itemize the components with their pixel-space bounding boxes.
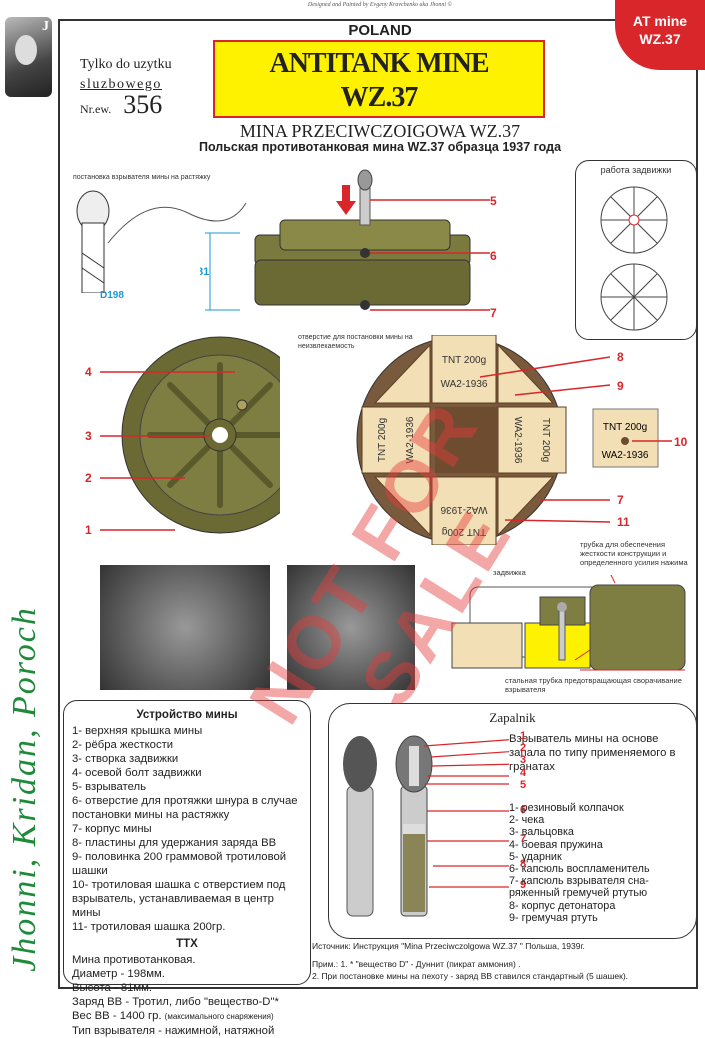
device-item: 9- половинка 200 граммовой тротиловой ша… <box>72 851 287 877</box>
tube-caption: трубка для обеспечения жесткости констру… <box>580 540 688 567</box>
device-item: 11- тротиловая шашка 200гр. <box>72 921 226 933</box>
fuze-label: 8 <box>520 858 527 870</box>
ttx-item: Тип взрывателя - нажимной, натяжной <box>72 1025 275 1037</box>
mine-cross-section <box>451 575 686 671</box>
fuze-description: Взрыватель мины на основе запала по типу… <box>509 733 676 773</box>
fuze-box: Zapalnik Взрыватель мины на основе запал… <box>328 703 697 939</box>
fuze-label: 6 <box>520 804 527 816</box>
device-item: 2- рёбра жесткости <box>72 739 174 751</box>
svg-text:WA2-1936: WA2-1936 <box>440 504 487 515</box>
mine-side-view: 5 6 7 81 <box>200 169 497 320</box>
steel-tube-caption: стальная трубка предотвращающая сворачив… <box>505 676 682 694</box>
svg-text:9: 9 <box>617 379 624 393</box>
fuze-title: Zapalnik <box>489 710 536 725</box>
svg-text:TNT 200g: TNT 200g <box>442 355 486 366</box>
polish-name: MINA PRZECIWCZOIGOWA WZ.37 <box>239 121 521 141</box>
field-photo-1 <box>100 565 270 690</box>
russian-subtitle: Польская противотанковая мина WZ.37 обра… <box>198 140 562 154</box>
country-label: POLAND <box>348 22 412 39</box>
anti-lift-caption: отверстие для постановки мины на неизвле… <box>298 334 413 350</box>
svg-text:1: 1 <box>85 523 92 537</box>
svg-text:TNT 200g: TNT 200g <box>603 422 647 433</box>
device-item: 10- тротиловая шашка с отверстием под вз… <box>72 879 286 919</box>
device-item: 4- осевой болт задвижки <box>72 767 202 779</box>
svg-text:8: 8 <box>617 350 624 364</box>
svg-text:7: 7 <box>617 493 624 507</box>
device-title: Устройство мины <box>136 709 238 721</box>
svg-text:2: 2 <box>85 471 92 485</box>
tnt-block: TNT 200g WA2-1936 10 <box>592 408 688 468</box>
device-item: 8- пластины для удержания заряда ВВ <box>72 837 277 849</box>
svg-text:TNT 200g: TNT 200g <box>377 418 388 462</box>
source-line: Источник: Инструкция "Mina Przeciwczolgo… <box>312 941 585 951</box>
device-item: 3- створка задвижки <box>72 753 179 765</box>
svg-text:WA2-1936: WA2-1936 <box>512 417 523 464</box>
device-item: 6- отверстие для протяжки шнура в случае… <box>72 795 298 821</box>
device-item: 1- верхняя крышка мины <box>72 725 203 737</box>
ttx-item: Высота - 81мм. <box>72 982 153 994</box>
ttx-item: Диаметр - 198мм. <box>72 968 165 980</box>
svg-text:TNT 200g: TNT 200g <box>442 526 486 537</box>
device-item: 5- взрыватель <box>72 781 146 793</box>
latch-caption: задвижка <box>493 568 526 577</box>
field-photo-2 <box>287 565 415 690</box>
ttx-title: ТТХ <box>176 938 198 950</box>
svg-text:11: 11 <box>617 515 630 529</box>
diameter-label: D198 <box>100 290 124 301</box>
fuze-label: 9 <box>520 879 527 891</box>
note-2: 2. При постановке мины на пехоту - заряд… <box>312 971 629 981</box>
svg-text:3: 3 <box>85 429 92 443</box>
svg-text:WA2-1936: WA2-1936 <box>602 450 649 461</box>
fuze-drawing <box>343 735 509 917</box>
device-item: 7- корпус мины <box>72 823 152 835</box>
poster-frame <box>58 19 698 989</box>
device-list-box: Устройство мины 1- верхняя крышка мины 2… <box>63 700 311 1037</box>
tripwire-caption: постановка взрывателя мины на растяжку <box>73 174 211 181</box>
svg-text:81: 81 <box>200 266 209 278</box>
fuze-label: 7 <box>520 833 527 845</box>
author-photo: J <box>5 17 52 97</box>
latch-wheels <box>600 186 668 331</box>
svg-text:10: 10 <box>674 435 688 449</box>
stamp: Tylko do uzytku sluzbowego Nr.ew.356 <box>80 57 172 119</box>
svg-text:7: 7 <box>490 306 497 320</box>
signature: Jhonni, Kridan, Poroch <box>6 606 43 972</box>
credit-line: Designed and Painted by Evgeny Kravchenk… <box>307 2 453 8</box>
tripwire-drawing <box>76 190 247 293</box>
ttx-item: Заряд ВВ - Тротил, либо "вещество-D"* <box>72 996 279 1008</box>
latch-work-box: работа задвижки <box>575 160 697 340</box>
svg-text:WA2-1936: WA2-1936 <box>405 416 416 463</box>
svg-text:5: 5 <box>490 194 497 208</box>
mine-top-view: 4 3 2 1 <box>85 336 280 537</box>
ttx-item: Мина противотанковая. <box>72 954 196 966</box>
svg-text:6: 6 <box>490 249 497 263</box>
svg-text:4: 4 <box>85 365 92 379</box>
note-1: Прим.: 1. * "вещество D" - Дуннит (пикра… <box>312 959 521 969</box>
svg-text:WA2-1936: WA2-1936 <box>441 379 488 390</box>
ttx-item: Вес ВВ - 1400 гр. (максимального снаряже… <box>72 1010 274 1022</box>
svg-text:TNT 200g: TNT 200g <box>540 418 551 462</box>
